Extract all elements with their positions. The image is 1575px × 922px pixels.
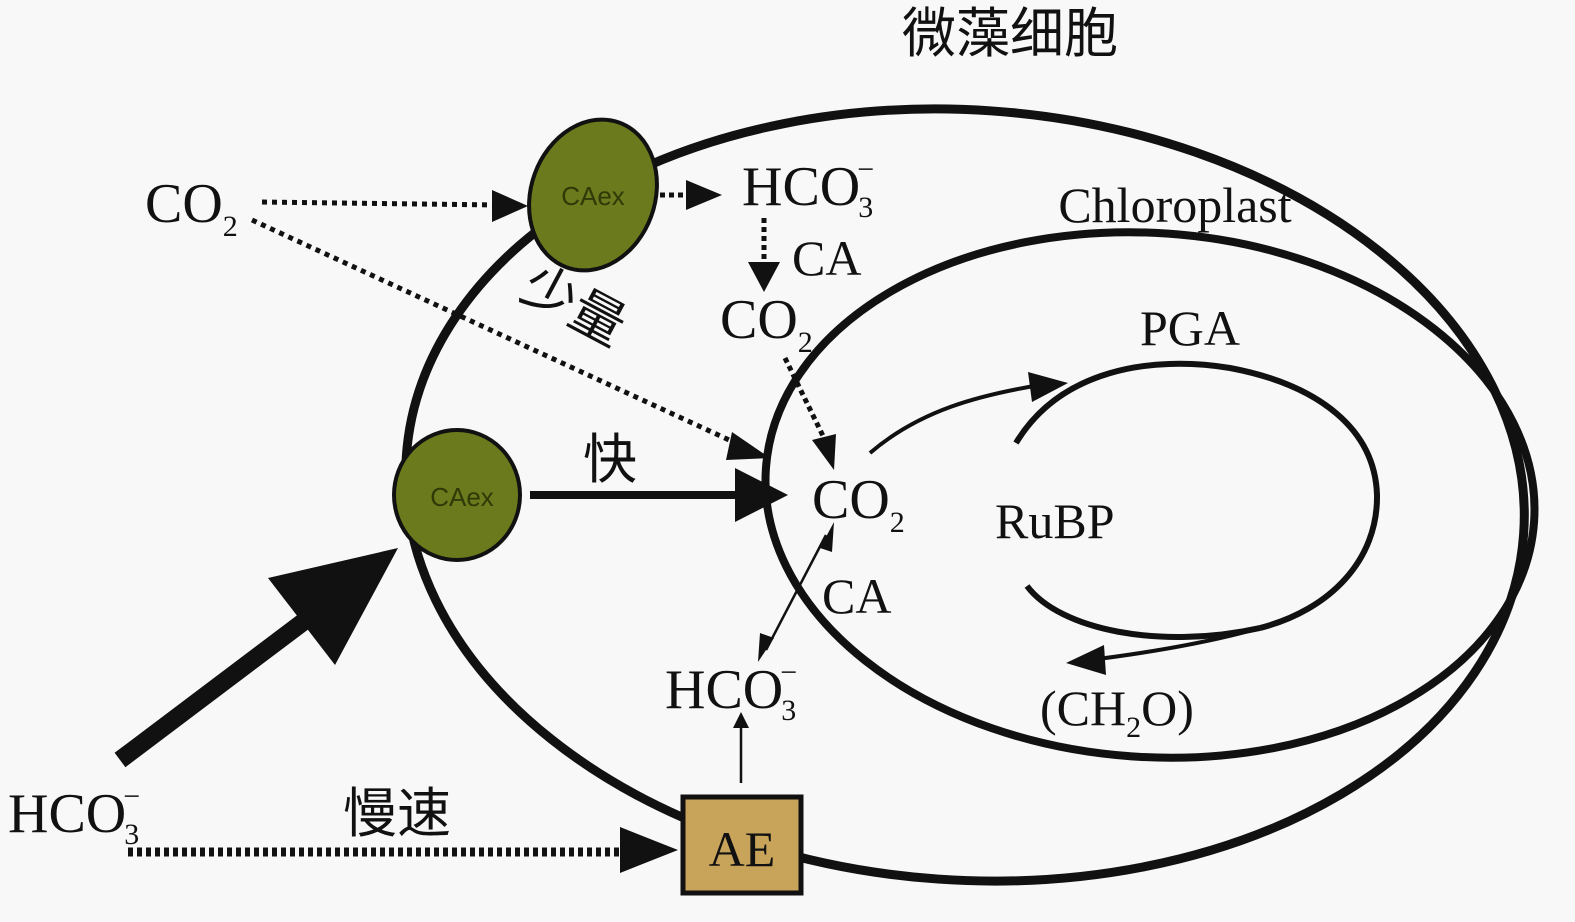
hco3-cytosol-label: HCO3− (665, 656, 797, 727)
co2-to-caex-dotted-arrow (261, 199, 501, 208)
caex-mid-transporter: CAex (392, 428, 522, 562)
pga-label: PGA (1140, 300, 1240, 356)
co2-cytosol-label: CO2 (720, 289, 813, 359)
hco3-fast-uptake-thick-arrow (114, 590, 341, 768)
caex-mid-label: CAex (430, 482, 494, 512)
chloroplast-label: Chloroplast (1058, 177, 1291, 233)
rubp-label: RuBP (995, 493, 1115, 549)
hco3-fast-uptake-arrowhead (268, 548, 398, 665)
cytosol-co2-to-chloroplast-dotted-arrow (782, 356, 828, 442)
ae-to-hco3-arrowhead (733, 712, 749, 728)
hco3-to-co2-arrowhead (748, 262, 780, 292)
ch2o-label: (CH2O) (1040, 680, 1194, 744)
chloroplast-membrane (761, 228, 1539, 762)
cycle-to-ch2o-arrow (1089, 626, 1261, 662)
co2-outside-label: CO2 (145, 173, 238, 243)
caex-top-label: CAex (561, 181, 625, 211)
ae-label: AE (709, 821, 776, 877)
co2-to-pga-arrowhead (1028, 372, 1068, 402)
ca-bottom-label: CA (822, 568, 891, 624)
slow-label: 慢速 (343, 782, 451, 845)
calvin-cycle-lower-arc (1024, 584, 1261, 640)
caex-top-transporter: CAex (527, 117, 659, 273)
cytosol-co2-arrowhead (812, 434, 836, 470)
co2-hco3-equilibrium-arrow (764, 534, 828, 651)
fast-label: 快 (583, 428, 637, 491)
calvin-cycle-upper-arc (1013, 360, 1381, 631)
co2-to-caex-arrowhead (492, 190, 528, 222)
equilibrium-arrowhead-down (758, 633, 774, 662)
hco3-outside-label: HCO3− (8, 780, 140, 851)
co2-diffusion-arrowhead (726, 432, 770, 460)
co2-to-pga-arrow (868, 383, 1041, 455)
co2-chloroplast-label: CO2 (812, 469, 905, 539)
caex-to-hco3-arrowhead (686, 180, 722, 210)
ae-transporter: AE (680, 794, 804, 896)
cycle-to-ch2o-arrowhead (1066, 645, 1106, 675)
hco3-slow-arrowhead (620, 827, 678, 873)
caex-fast-arrowhead (735, 468, 788, 522)
hco3-periplasm-label: HCO3− (742, 153, 874, 224)
cell-title: 微藻细胞 (902, 2, 1118, 65)
co2-diffusion-dotted-arrow (250, 217, 742, 448)
ca-top-label: CA (792, 230, 861, 286)
equilibrium-arrowhead-up (820, 522, 834, 552)
